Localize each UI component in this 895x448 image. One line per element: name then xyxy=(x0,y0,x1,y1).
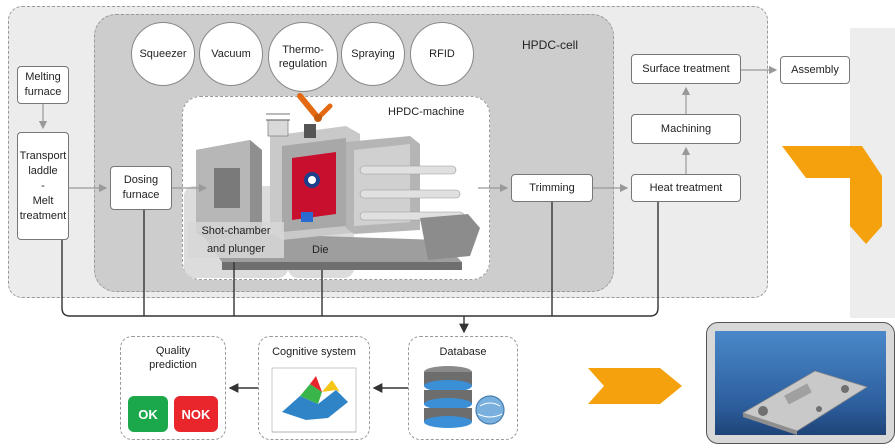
sensor-rfid: RFID xyxy=(410,22,474,86)
transport-ladle-box: Transport laddle - Melt treatment xyxy=(17,132,69,240)
database-title: Database xyxy=(439,346,487,358)
heat-treatment-box: Heat treatment xyxy=(631,174,741,202)
die-label: Die xyxy=(312,244,329,256)
trimming-box: Trimming xyxy=(511,174,593,202)
assembly-box: Assembly xyxy=(780,56,850,84)
sensor-thermoregulation: Thermo- regulation xyxy=(268,22,338,92)
melting-furnace-box: Melting furnace xyxy=(17,66,69,104)
hpdc-cell-label: HPDC-cell xyxy=(522,38,579,52)
result-panel xyxy=(850,28,895,318)
sensor-vacuum: Vacuum xyxy=(199,22,263,86)
cognitive-system-title: Cognitive system xyxy=(272,346,356,358)
sensor-squeezer: Squeezer xyxy=(131,22,195,86)
machining-box: Machining xyxy=(631,114,741,144)
cast-part-image xyxy=(706,322,895,444)
quality-prediction-title: Quality prediction xyxy=(149,345,197,371)
surface-treatment-box: Surface treatment xyxy=(631,54,741,84)
sensor-spraying: Spraying xyxy=(341,22,405,86)
die-zone xyxy=(288,186,354,278)
dosing-furnace-box: Dosing furnace xyxy=(110,166,172,210)
shot-chamber-label: Shot-chamber and plunger xyxy=(188,222,284,258)
hpdc-machine-label: HPDC-machine xyxy=(388,106,465,118)
cast-part-graphic xyxy=(742,370,868,435)
nok-badge: NOK xyxy=(174,396,218,432)
ok-badge: OK xyxy=(128,396,168,432)
